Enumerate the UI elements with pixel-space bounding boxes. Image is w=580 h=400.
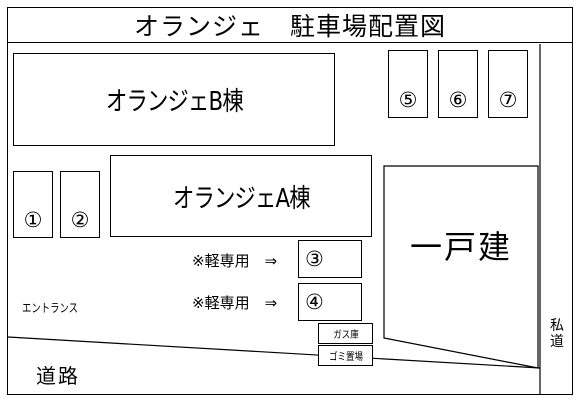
parking-spot-3: ③ (298, 240, 362, 278)
gas-storage-label: ガス庫 (332, 330, 359, 341)
private-road-label: 私道 (550, 318, 564, 350)
parking-spot-1: ① (13, 171, 53, 238)
building-b: オランジェB棟 (13, 53, 335, 146)
parking-spot-6-number: ⑥ (448, 88, 468, 112)
parking-spot-7-number: ⑦ (498, 88, 518, 112)
parking-spot-4: ④ (298, 283, 362, 321)
parking-spot-2: ② (60, 171, 100, 238)
parking-spot-6: ⑥ (438, 50, 478, 118)
entrance-label: エントランス (22, 301, 78, 315)
parking-spot-5: ⑤ (388, 50, 428, 118)
garbage-area-label: ゴミ置場 (328, 352, 363, 363)
parking-spot-1-number: ① (23, 208, 43, 232)
gas-storage: ガス庫 (318, 323, 373, 344)
detached-house-outline (383, 165, 539, 369)
parking-spot-4-number: ④ (305, 290, 324, 314)
map-frame (7, 7, 573, 395)
map-title: オランジェ 駐車場配置図 (7, 7, 573, 43)
parking-spot-3-number: ③ (305, 247, 324, 271)
detached-house: 一戸建 (384, 220, 538, 270)
garbage-area: ゴミ置場 (318, 345, 373, 366)
parking-spot-5-number: ⑤ (398, 88, 418, 112)
detached-house-label: 一戸建 (409, 228, 512, 266)
building-a-label: オランジェA棟 (172, 183, 311, 214)
parking-spot-7: ⑦ (488, 50, 528, 118)
road-label: 道路 (36, 364, 80, 388)
building-b-label: オランジェB棟 (105, 87, 244, 117)
building-a: オランジェA棟 (110, 155, 372, 237)
kei-only-note-4: ※軽専用 ⇒ (192, 294, 278, 312)
parking-spot-2-number: ② (70, 208, 90, 232)
kei-only-note-3: ※軽専用 ⇒ (192, 252, 278, 270)
